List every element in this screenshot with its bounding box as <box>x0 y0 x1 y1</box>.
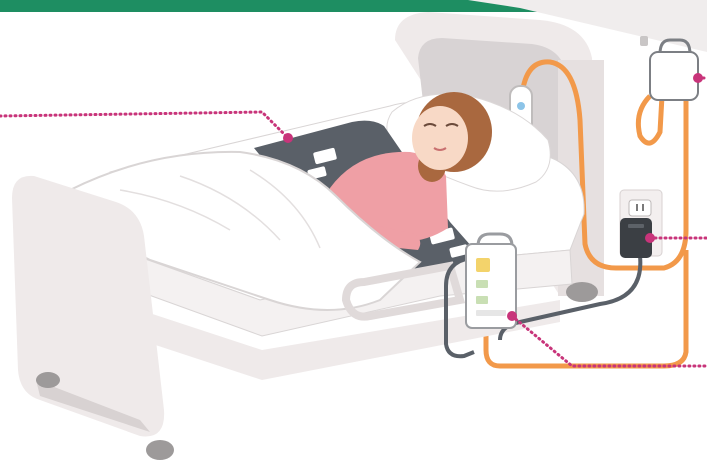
callout-dot-mat <box>283 133 293 143</box>
orange-cable-loop <box>638 96 662 143</box>
callout-line-mat <box>0 112 288 138</box>
callout-dot-adapter <box>645 233 655 243</box>
wall-call-unit-icon <box>640 36 698 100</box>
callout-dot-wall-unit <box>693 73 703 83</box>
callout-dot-controller <box>507 311 517 321</box>
